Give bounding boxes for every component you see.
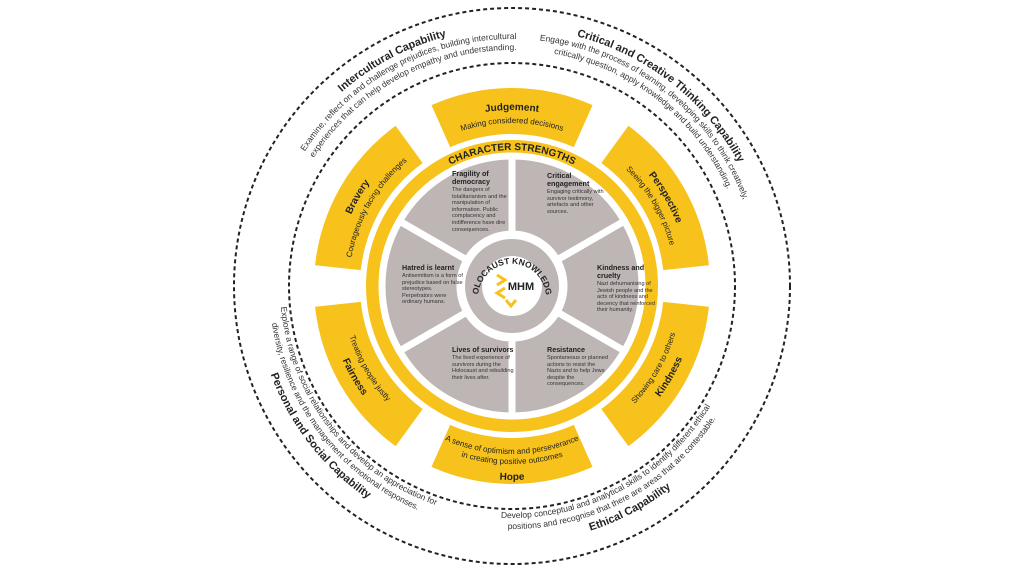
knowledge-desc: Antisemitism is a form of prejudice base… <box>402 273 463 306</box>
strength-segment-bravery <box>315 125 423 271</box>
mhm-logo: MHM <box>494 273 534 309</box>
strength-segment-judgement <box>431 87 593 148</box>
logo-chevron-icon <box>494 286 506 300</box>
knowledge-desc: Spontaneous or planned actions to resist… <box>547 355 608 388</box>
strength-3-title-text: Hope <box>499 472 525 483</box>
knowledge-title: Fragility of democracy <box>452 169 490 186</box>
strength-3-title: Hope <box>499 472 525 483</box>
strength-segment-kindness <box>601 301 709 447</box>
logo-chevron-icon <box>504 299 518 309</box>
knowledge-title: Resistance <box>547 345 585 354</box>
knowledge-title: Critical engagement <box>547 171 590 188</box>
strength-segment-fairness <box>315 301 423 447</box>
strength-0-title: Judgement <box>484 102 540 115</box>
logo-text: MHM <box>508 281 534 293</box>
knowledge-desc: Engaging critically with survivor testim… <box>547 189 604 215</box>
outer-dashed-ring <box>233 7 791 565</box>
strength-segment-hope <box>431 424 593 485</box>
knowledge-title: Kindness and cruelty <box>597 263 645 280</box>
strength-segment-perspective <box>601 125 709 271</box>
inner-dashed-ring <box>288 62 736 510</box>
knowledge-title: Hatred is learnt <box>402 263 455 272</box>
logo-disk <box>482 256 542 316</box>
knowledge-title: Lives of survivors <box>452 345 514 354</box>
knowledge-desc: The lived experience of survivors during… <box>452 355 514 381</box>
logo-chevron-icon <box>496 273 508 287</box>
knowledge-desc: The dangers of totalitarianism and the m… <box>452 187 507 233</box>
strength-0-title-text: Judgement <box>484 102 540 115</box>
knowledge-desc: Nazi dehumanising of Jewish people and t… <box>597 281 656 314</box>
